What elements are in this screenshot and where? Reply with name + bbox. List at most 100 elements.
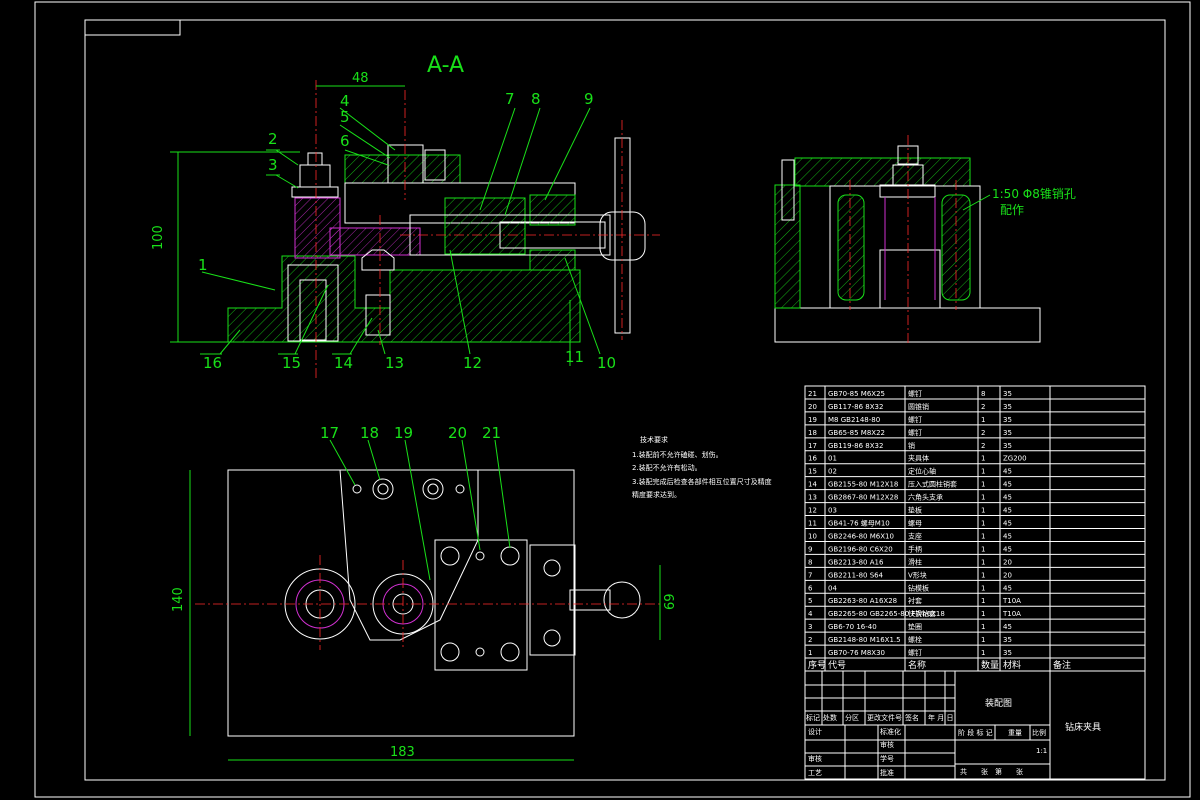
part-label-10: 10 (597, 354, 616, 372)
parts-header-cell: 备注 (1053, 659, 1071, 671)
drawing-type: 装配图 (985, 697, 1012, 709)
tech-req-3: 3.装配完成后检查各部件相互位置尺寸及精度 (632, 477, 772, 486)
part-label-21: 21 (482, 424, 501, 442)
side-mandrel (879, 249, 941, 309)
parts-cell: GB119-86 8X32 (828, 442, 883, 450)
parts-cell: 压入式圆柱销套 (908, 480, 957, 489)
parts-cell: 螺钉 (908, 648, 922, 657)
parts-cell: 1 (981, 597, 985, 605)
parts-cell: 20 (1003, 558, 1012, 566)
parts-cell: 定位心轴 (908, 467, 936, 476)
row-label-sign: 签名 (905, 713, 919, 722)
part-label-12: 12 (463, 354, 482, 372)
parts-cell: GB2213-80 A16 (828, 558, 884, 566)
top-screw-block (529, 544, 576, 656)
part-label-3: 3 (268, 156, 278, 174)
side-screw (781, 159, 795, 221)
parts-row-index: 2 (808, 636, 812, 644)
support-nut (365, 294, 391, 336)
row-label-zone: 分区 (845, 713, 859, 722)
product-name: 钻床夹具 (1065, 721, 1101, 733)
part-label-11: 11 (565, 348, 584, 366)
parts-header-cell: 材料 (1003, 659, 1021, 671)
clamp-arm (329, 227, 421, 256)
parts-cell: 螺钉 (908, 389, 922, 398)
part-label-6: 6 (340, 132, 350, 150)
parts-cell: GB2211-80 S64 (828, 571, 884, 579)
parts-cell: 2 (981, 429, 985, 437)
parts-cell: GB2246-80 M6X10 (828, 532, 894, 540)
parts-cell: 45 (1003, 468, 1012, 476)
v-block (444, 197, 526, 255)
parts-cell: 1 (981, 623, 985, 631)
side-base (774, 307, 1041, 343)
label-process: 工艺 (808, 769, 822, 777)
parts-row-index: 7 (808, 571, 812, 579)
parts-cell: 1 (981, 610, 985, 618)
parts-cell: 8 (981, 390, 985, 398)
parts-cell: 垫圈 (908, 622, 922, 631)
part-label-5: 5 (340, 108, 350, 126)
dim-69: 69 (663, 593, 678, 610)
parts-cell: 35 (1003, 649, 1012, 657)
parts-cell: 01 (828, 455, 837, 463)
side-bolt-head (897, 145, 919, 165)
parts-cell: 04 (828, 584, 837, 592)
parts-cell: 钻模板 (908, 583, 929, 592)
upper-block (344, 154, 461, 184)
parts-row-index: 9 (808, 545, 812, 553)
parts-cell: GB70-76 M8X30 (828, 649, 885, 657)
parts-row-index: 16 (808, 455, 817, 463)
pin-note: 1:50 Φ8锥销孔 (992, 187, 1076, 201)
top-handle (569, 589, 611, 611)
parts-header-cell: 名称 (908, 659, 926, 671)
part-label-15: 15 (282, 354, 301, 372)
dim-48: 48 (352, 71, 369, 86)
parts-cell: 35 (1003, 429, 1012, 437)
parts-cell: 1 (981, 532, 985, 540)
inner-frame (84, 19, 1166, 781)
handle-bar (614, 137, 631, 334)
top-vblock (434, 539, 528, 671)
screw-housing (529, 194, 576, 226)
parts-cell: 螺母 (908, 519, 922, 528)
parts-row-index: 13 (808, 494, 817, 502)
parts-cell: GB2867-80 M12X28 (828, 494, 898, 502)
parts-cell: 六角头支承 (908, 493, 943, 502)
support-stud (361, 249, 395, 271)
parts-row-index: 15 (808, 468, 817, 476)
handle-knob (599, 211, 646, 261)
tech-req-1: 1.装配前不允许磕碰、划伤。 (632, 450, 723, 459)
nut (299, 164, 331, 188)
parts-cell: 螺钉 (908, 428, 922, 437)
part-label-4: 4 (340, 92, 350, 110)
parts-cell: 2 (981, 442, 985, 450)
parts-cell: 支座 (908, 531, 922, 540)
top-base (227, 469, 575, 737)
parts-cell: 1 (981, 468, 985, 476)
part-label-19: 19 (394, 424, 413, 442)
parts-cell: 螺钉 (908, 415, 922, 424)
parts-cell: 03 (828, 507, 837, 515)
part-labels-top: 2 3 4 5 6 7 8 9 1 (198, 90, 594, 291)
side-body (774, 184, 801, 309)
parts-cell: 1 (981, 416, 985, 424)
parts-cell: ZG200 (1003, 455, 1027, 463)
drill-bushing (387, 144, 424, 184)
parts-cell: 35 (1003, 442, 1012, 450)
parts-cell: 2 (981, 403, 985, 411)
parts-cell: 45 (1003, 584, 1012, 592)
parts-row-index: 1 (808, 649, 812, 657)
label-weight: 重量 (1008, 729, 1022, 737)
parts-row-index: 10 (808, 532, 817, 540)
parts-cell: GB2265-80 GB2265-80 F7/h6X18 (828, 610, 945, 618)
parts-cell: 45 (1003, 545, 1012, 553)
mandrel-inner (299, 279, 327, 341)
part-label-8: 8 (531, 90, 541, 108)
section-title: A-A (427, 53, 464, 78)
pin-note-2: 配作 (1000, 203, 1024, 217)
part-label-2: 2 (268, 130, 278, 148)
parts-row-index: 6 (808, 584, 813, 592)
washer (291, 186, 339, 198)
